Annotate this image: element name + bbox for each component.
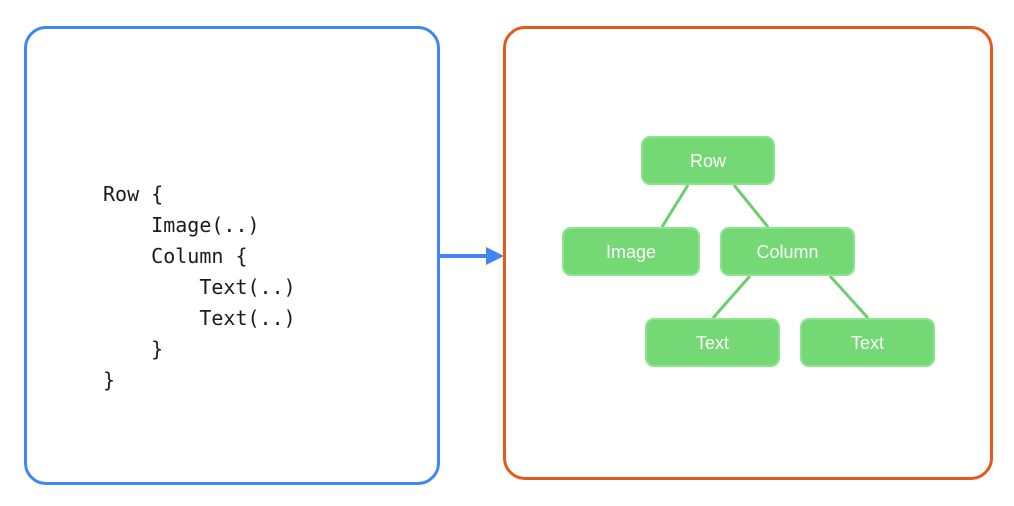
- tree-edges: [660, 184, 870, 320]
- tree-node-image[interactable]: Image: [562, 227, 700, 276]
- tree-node-row[interactable]: Row: [641, 136, 775, 185]
- edge-row-to-column: [732, 184, 770, 228]
- tree-node-text-1[interactable]: Text: [645, 318, 780, 367]
- tree-node-column[interactable]: Column: [720, 227, 855, 276]
- edge-row-to-image: [660, 184, 690, 228]
- edge-column-to-text-2: [828, 274, 870, 320]
- edge-column-to-text-1: [711, 275, 752, 319]
- source-code-block: Row { Image(..) Column { Text(..) Text(.…: [103, 182, 296, 392]
- transform-arrow: [438, 247, 504, 265]
- code-panel: Row { Image(..) Column { Text(..) Text(.…: [24, 26, 440, 485]
- arrow-head: [486, 247, 504, 265]
- tree-node-text-2[interactable]: Text: [800, 318, 935, 367]
